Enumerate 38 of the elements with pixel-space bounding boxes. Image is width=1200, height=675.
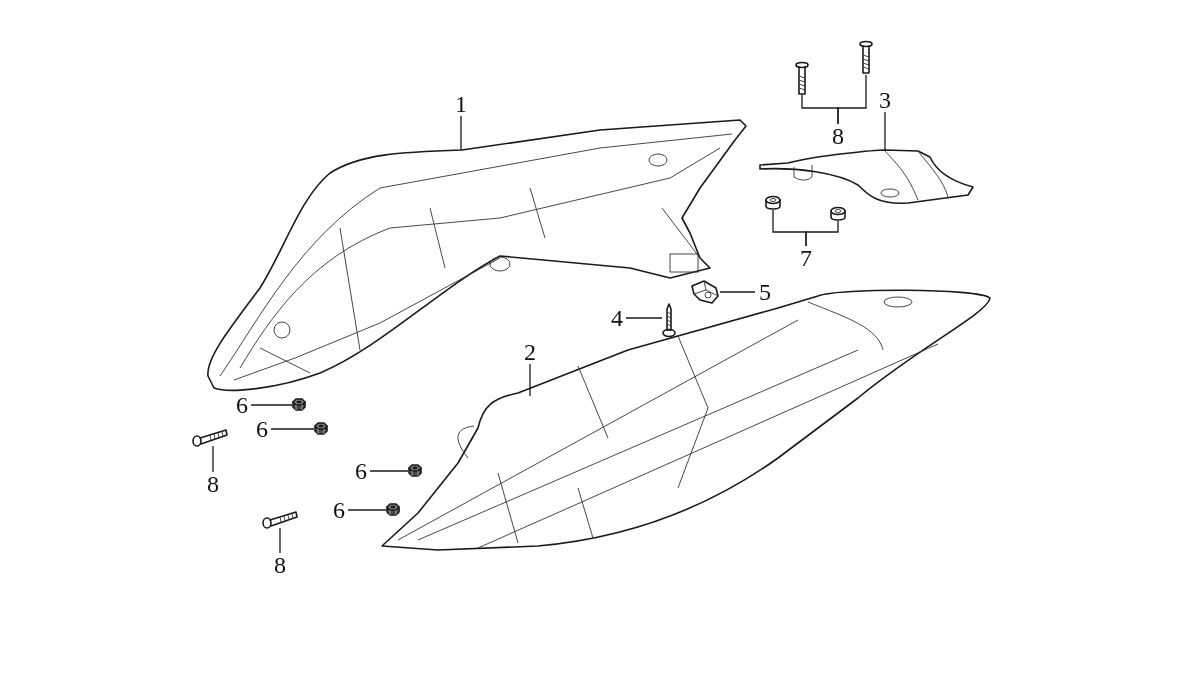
leader-line <box>884 111 886 152</box>
leader-line <box>625 317 663 319</box>
leader-line <box>460 115 462 151</box>
callout-number: 6 <box>233 394 251 416</box>
bolt-drawing <box>795 62 809 95</box>
grommet-drawing <box>830 207 846 221</box>
leader-line <box>719 291 756 293</box>
clip-nut-drawing <box>690 280 720 305</box>
callout-number: 7 <box>796 246 816 270</box>
callout-number: 6 <box>352 459 370 483</box>
leader-line <box>279 527 281 554</box>
nut-drawing <box>314 422 328 436</box>
callout-number: 1 <box>451 92 471 116</box>
nut-drawing <box>386 503 400 517</box>
callout-number: 5 <box>755 280 775 304</box>
callout-number: 4 <box>608 306 626 330</box>
leader-line <box>270 428 315 430</box>
leader-line <box>529 363 531 397</box>
leader-line <box>837 74 867 125</box>
bolt-drawing <box>262 510 298 528</box>
screw-drawing <box>662 303 676 338</box>
callout-number: 2 <box>520 340 540 364</box>
callout-number: 6 <box>330 498 348 522</box>
bolt-drawing <box>859 41 873 75</box>
callout-number: 6 <box>253 418 271 440</box>
leader-line <box>347 509 387 511</box>
nut-drawing <box>292 398 306 411</box>
callout-number: 8 <box>828 124 848 148</box>
leader-line <box>369 470 409 472</box>
bolt-drawing <box>192 428 228 446</box>
nut-drawing <box>408 464 422 478</box>
leader-line <box>250 404 293 406</box>
callout-number: 8 <box>204 472 222 496</box>
callout-number: 8 <box>271 553 289 577</box>
callout-number: 3 <box>875 88 895 112</box>
leader-line <box>805 220 839 247</box>
leader-line <box>212 445 214 473</box>
grommet-drawing <box>765 196 781 210</box>
